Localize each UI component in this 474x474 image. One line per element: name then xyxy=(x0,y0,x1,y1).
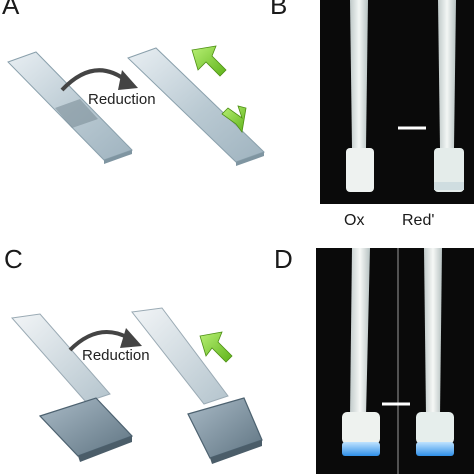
panel-b: B Ox Red' xyxy=(270,0,474,250)
reduction-label-a: Reduction xyxy=(88,91,156,108)
single-arrow-icon xyxy=(199,331,233,363)
strip-right xyxy=(127,47,265,166)
panel-a-illustration: Reduction xyxy=(7,45,265,166)
tube-left-d xyxy=(342,248,380,456)
strip-left xyxy=(7,51,133,164)
double-arrow-icon xyxy=(191,45,247,133)
device-right xyxy=(131,307,263,464)
tube-red xyxy=(434,0,464,192)
panel-letter-c: C xyxy=(4,244,23,274)
curved-arrow-head xyxy=(118,70,138,90)
label-ox: Ox xyxy=(344,212,365,229)
tube-ox xyxy=(346,0,374,192)
label-red: Red' xyxy=(402,212,435,229)
reduction-label-c: Reduction xyxy=(82,347,150,364)
tube-right-d xyxy=(416,248,454,456)
panel-letter-d: D xyxy=(274,244,293,274)
panel-letter-b: B xyxy=(270,0,288,20)
curved-arrow-icon xyxy=(60,68,130,92)
panel-d: D xyxy=(274,244,474,474)
device-left xyxy=(11,313,134,462)
photo-d xyxy=(316,248,474,474)
panel-letter-a: A xyxy=(2,0,20,20)
photo-b xyxy=(320,0,474,204)
panel-c-illustration: Reduction xyxy=(11,307,263,464)
panel-a: A Reduction xyxy=(0,0,300,200)
curved-arrow-head xyxy=(120,328,142,348)
panel-c: C xyxy=(0,244,300,474)
